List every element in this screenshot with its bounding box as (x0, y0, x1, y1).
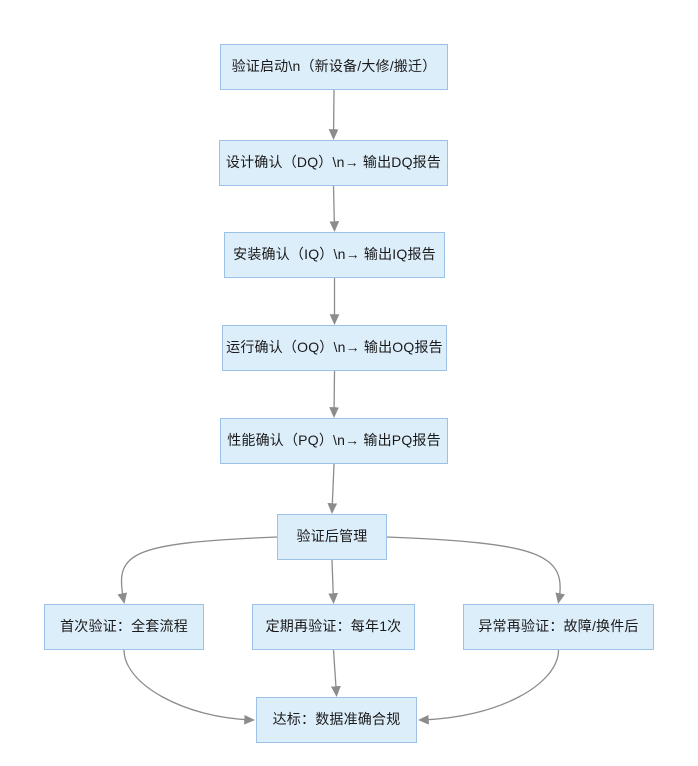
node-pq[interactable]: 性能确认（PQ）\n→ 输出PQ报告 (220, 418, 448, 464)
edge-pq-to-manage (327, 463, 338, 514)
edge-periodic-to-target (331, 649, 341, 697)
node-manage[interactable]: 验证后管理 (277, 514, 387, 560)
node-label: 安装确认（IQ）\n→ 输出IQ报告 (233, 246, 436, 263)
node-periodic[interactable]: 定期再验证：每年1次 (252, 604, 415, 650)
node-label: 验证启动\n（新设备/大修/搬迁） (231, 58, 437, 75)
node-start[interactable]: 验证启动\n（新设备/大修/搬迁） (220, 44, 448, 90)
edge-start-to-dq (328, 89, 339, 140)
node-dq[interactable]: 设计确认（DQ）\n→ 输出DQ报告 (219, 140, 448, 186)
node-target[interactable]: 达标：数据准确合规 (256, 697, 417, 743)
edge-oq-to-pq (329, 370, 339, 418)
edge-abnormal-to-target (418, 649, 560, 725)
node-label: 达标：数据准确合规 (272, 711, 401, 728)
edge-manage-to-first (117, 536, 278, 604)
edge-manage-to-abnormal (386, 536, 566, 604)
node-iq[interactable]: 安装确认（IQ）\n→ 输出IQ报告 (224, 232, 445, 278)
node-label: 运行确认（OQ）\n→ 输出OQ报告 (226, 339, 443, 356)
node-label: 首次验证：全套流程 (60, 618, 188, 635)
node-label: 定期再验证：每年1次 (265, 618, 402, 635)
node-label: 性能确认（PQ）\n→ 输出PQ报告 (227, 432, 441, 449)
node-oq[interactable]: 运行确认（OQ）\n→ 输出OQ报告 (222, 325, 447, 371)
node-label: 异常再验证：故障/换件后 (478, 618, 639, 635)
node-first[interactable]: 首次验证：全套流程 (44, 604, 204, 650)
edge-first-to-target (123, 649, 255, 725)
node-label: 设计确认（DQ）\n→ 输出DQ报告 (225, 154, 442, 171)
node-label: 验证后管理 (296, 528, 368, 545)
node-abnormal[interactable]: 异常再验证：故障/换件后 (463, 604, 654, 650)
edge-manage-to-periodic (328, 559, 339, 604)
edge-dq-to-iq (329, 185, 340, 232)
